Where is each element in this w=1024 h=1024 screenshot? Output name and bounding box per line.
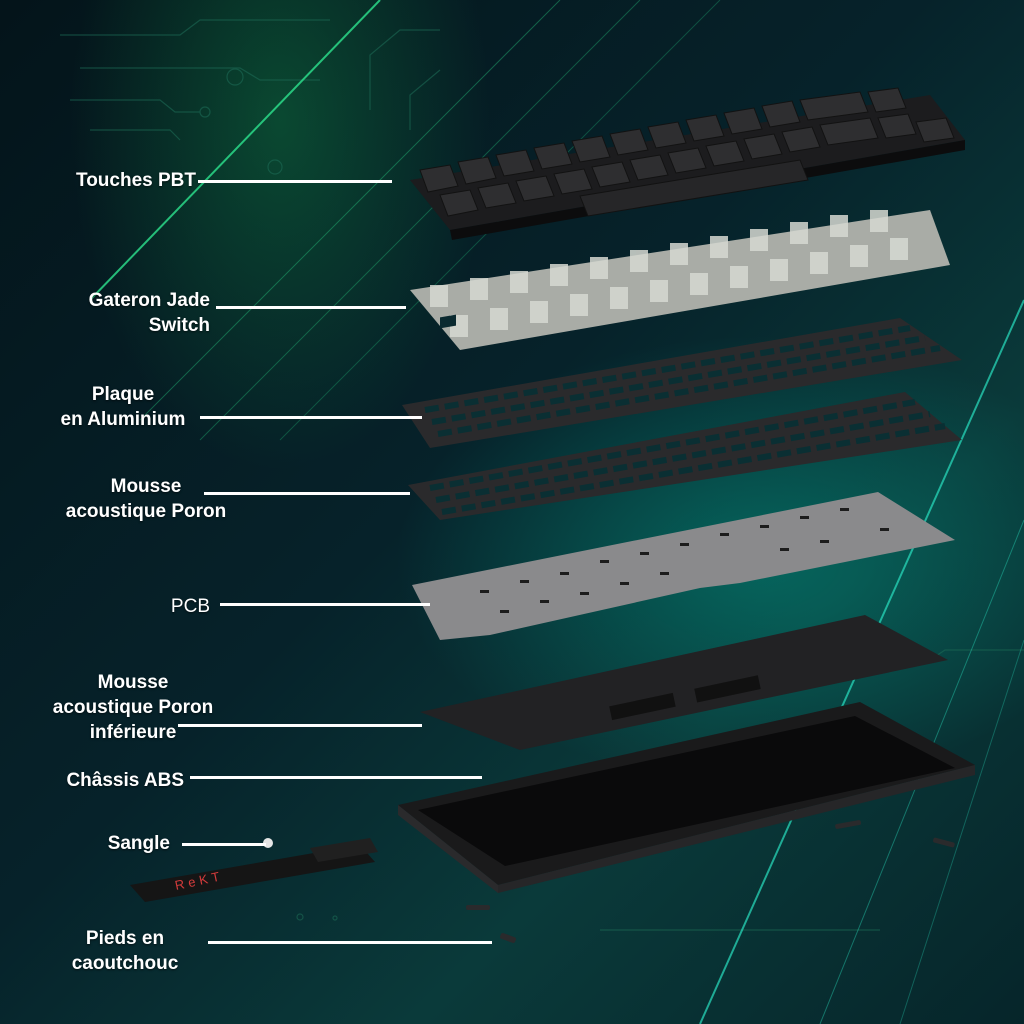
plate-label-line1: Plaque	[91, 384, 155, 405]
label-feet: Pieds en caoutchouc	[50, 926, 200, 976]
leader-strap	[182, 843, 266, 846]
feet-label-line1: Pieds en	[85, 928, 165, 949]
label-pcb: PCB	[120, 594, 210, 619]
strap	[130, 838, 378, 902]
pcb-label-text: PCB	[170, 596, 210, 617]
bottom-foam-label-line3: inférieure	[89, 722, 177, 743]
pcb-layer	[412, 492, 955, 640]
foam-label-line1: Mousse	[110, 476, 182, 497]
leader-feet	[208, 941, 492, 944]
foam-layer	[408, 392, 962, 520]
switches-label-line2: Switch	[148, 315, 210, 336]
label-foam: Mousse acoustique Poron	[48, 474, 244, 524]
label-keycaps: Touches PBT	[40, 168, 196, 193]
label-switches: Gateron Jade Switch	[40, 288, 210, 338]
label-case: Châssis ABS	[30, 768, 184, 793]
strap-label-text: Sangle	[107, 833, 170, 854]
plate-label-line2: en Aluminium	[60, 409, 186, 430]
leader-plate	[200, 416, 422, 419]
bottom-foam-label-line2: acoustique Poron	[52, 697, 214, 718]
leader-switches	[216, 306, 406, 309]
leader-pcb	[220, 603, 430, 606]
feet-label-line2: caoutchouc	[71, 953, 179, 974]
case-layer	[398, 702, 975, 893]
leader-keycaps	[198, 180, 392, 183]
label-strap: Sangle	[60, 831, 170, 856]
switches-label-line1: Gateron Jade	[88, 290, 210, 311]
rubber-feet	[466, 820, 955, 943]
keycaps-label-text: Touches PBT	[76, 170, 196, 191]
switches-layer	[410, 210, 950, 350]
bottom-foam-layer	[420, 615, 948, 750]
leader-case	[190, 776, 482, 779]
bottom-foam-label-line1: Mousse	[97, 672, 169, 693]
label-plate: Plaque en Aluminium	[40, 382, 206, 432]
foam-label-line2: acoustique Poron	[65, 501, 227, 522]
leader-foam	[204, 492, 410, 495]
label-bottom-foam: Mousse acoustique Poron inférieure	[30, 670, 236, 745]
plate-layer	[402, 314, 962, 448]
keycaps-layer	[410, 87, 965, 240]
leader-bottom-foam	[178, 724, 422, 727]
case-label-text: Châssis ABS	[66, 770, 184, 791]
